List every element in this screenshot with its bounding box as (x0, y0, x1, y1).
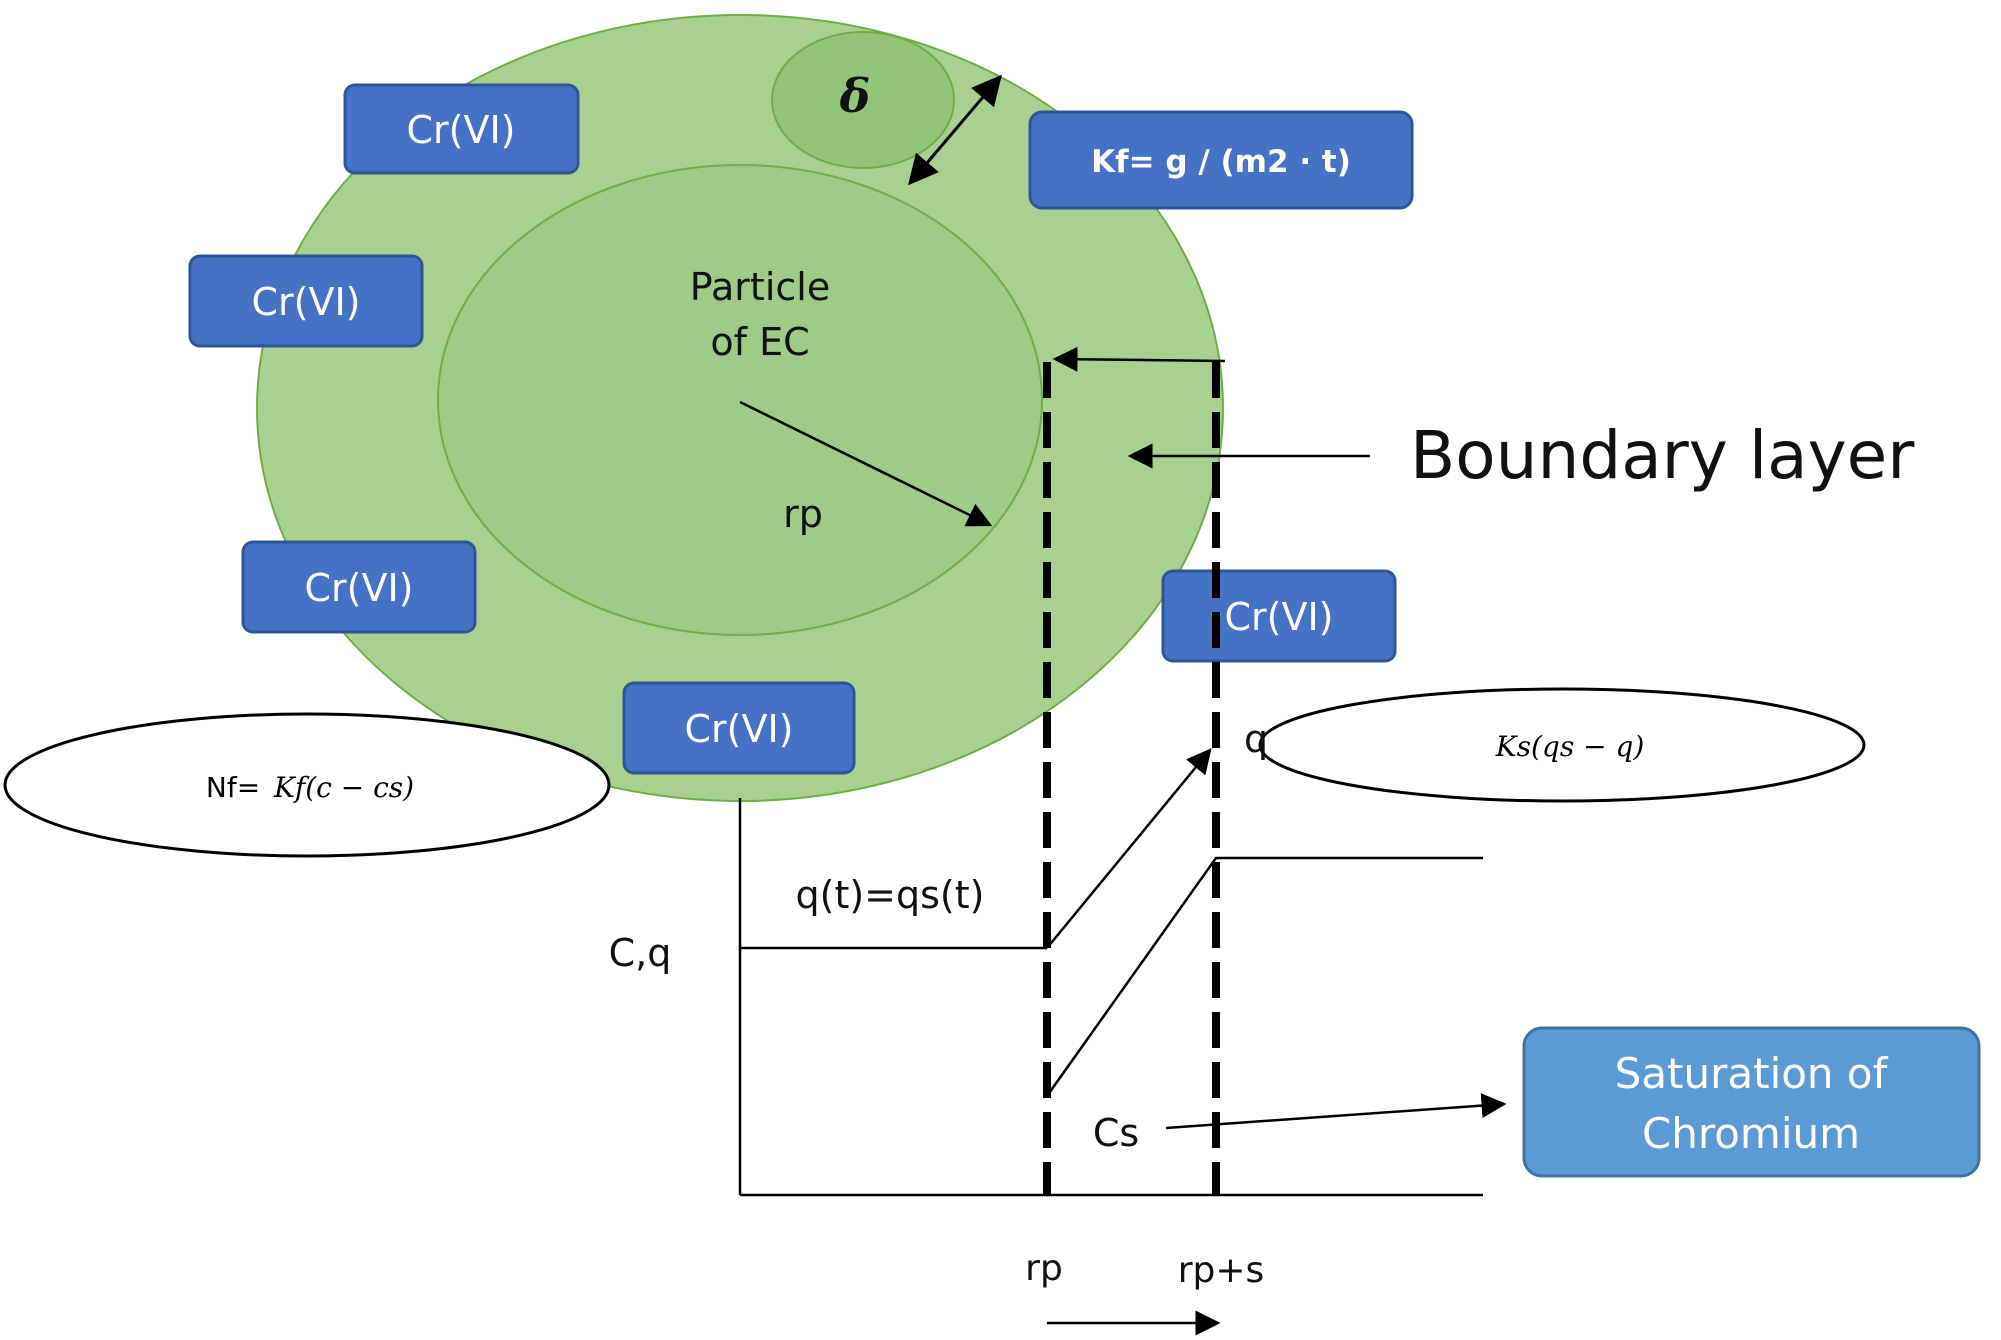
cq-axis-label: C,q (609, 931, 672, 975)
cr-box-1-label: Cr(VI) (406, 108, 515, 152)
cr-box-1 (343, 83, 580, 175)
layer-width-arrow (1052, 346, 1226, 372)
cr-box-4 (622, 681, 856, 775)
ks-formula: Ks(qs − q) (1495, 730, 1645, 763)
rp-axis-label: rp (1025, 1248, 1063, 1289)
cr-box-2-label: Cr(VI) (251, 280, 360, 324)
cr-box-3-label: Cr(VI) (304, 566, 413, 610)
cs-label: Cs (1093, 1111, 1139, 1155)
cr-box-3 (241, 540, 477, 634)
nf-equation: Nf= Kf(c − cs) (206, 771, 414, 804)
saturation-line2: Chromium (1642, 1109, 1860, 1158)
kf-box-label: Kf= g / (m2 · t) (1091, 144, 1351, 180)
rps-axis-label: rp+s (1178, 1250, 1265, 1291)
nf-formula: Kf(c − cs) (273, 771, 414, 804)
rp-inner-label: rp (783, 492, 823, 536)
particle-circle (437, 164, 1043, 636)
cr-box-5 (1161, 569, 1397, 663)
cr-box-5-label: Cr(VI) (1224, 595, 1333, 639)
delta-label: δ (839, 69, 871, 123)
cs-arrow (1165, 1093, 1507, 1130)
delta-thickness-arrow (908, 74, 1002, 186)
radius-arrow (739, 400, 993, 527)
q-gradient-arrow (1046, 748, 1212, 949)
particle-label-line2: of EC (710, 320, 809, 364)
kf-box (1028, 110, 1414, 210)
nf-prefix: Nf= (206, 771, 260, 804)
qt-equation: q(t)=qs(t) (796, 873, 985, 917)
boundary-layer-label: Boundary layer (1410, 417, 1915, 494)
q-label: q (1244, 717, 1268, 761)
cr-box-2 (188, 254, 424, 348)
cr-box-4-label: Cr(VI) (684, 707, 793, 751)
saturation-box (1522, 1026, 1981, 1178)
nf-equation-ellipse (3, 712, 611, 858)
particle-label-line1: Particle (690, 265, 830, 309)
c-profile-line (1045, 856, 1483, 1097)
saturation-line1: Saturation of (1615, 1049, 1889, 1098)
ks-equation-ellipse (1258, 687, 1866, 803)
